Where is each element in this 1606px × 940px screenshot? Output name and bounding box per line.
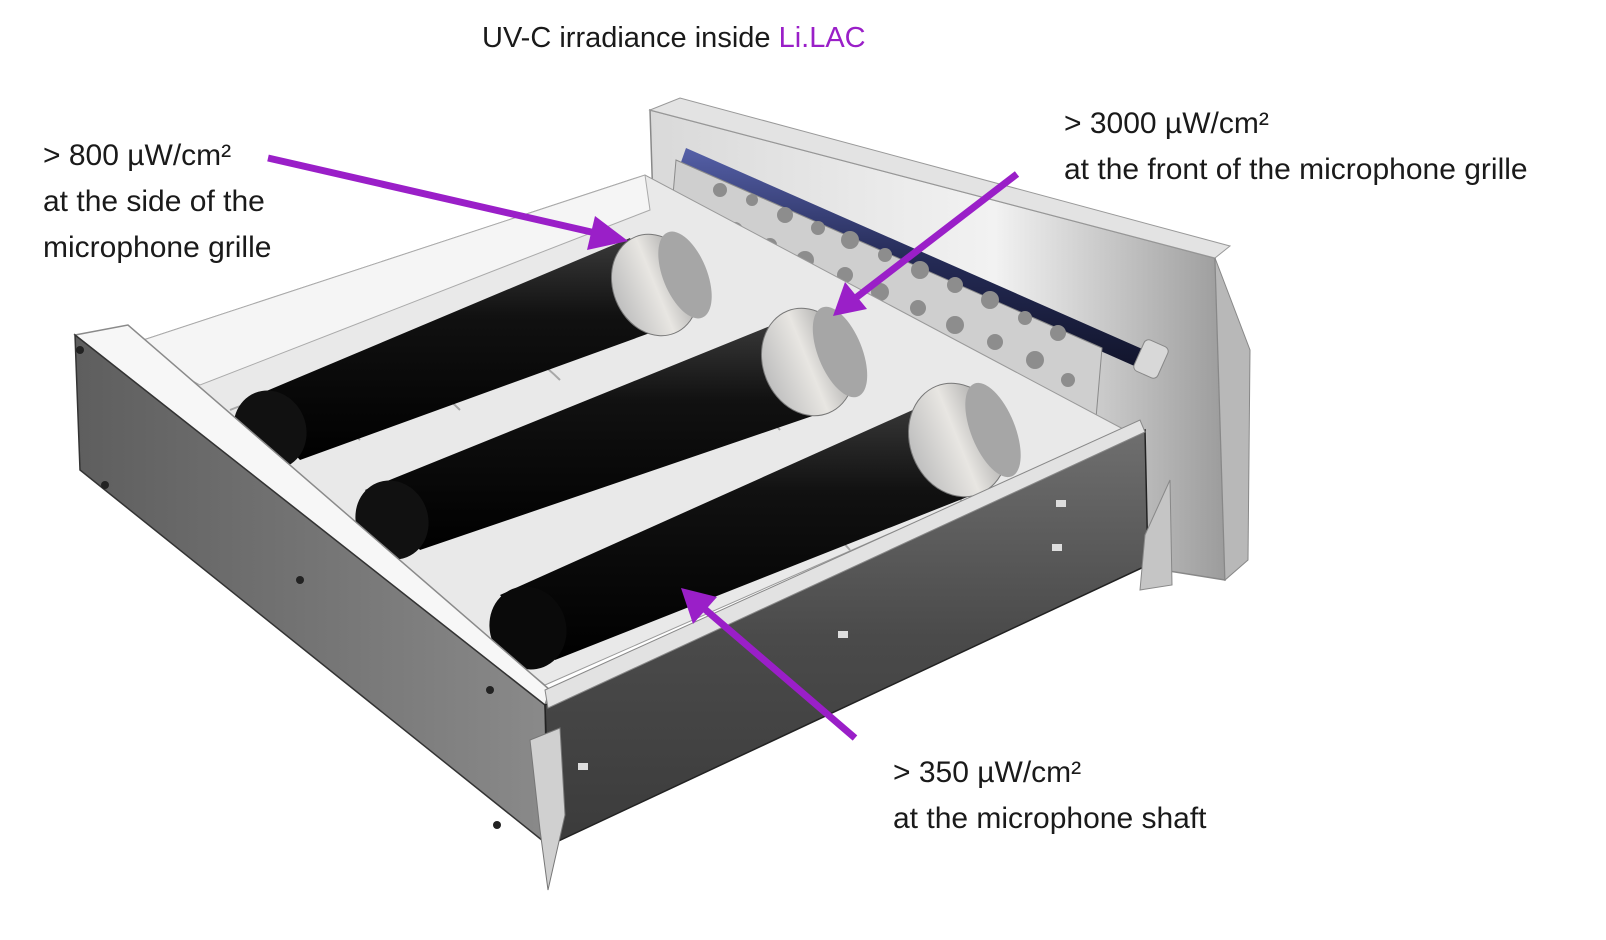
annotation-side: > 800 µW/cm² at the side of the micropho…: [43, 133, 271, 271]
annotation-front: > 3000 µW/cm² at the front of the microp…: [1064, 101, 1528, 193]
annotation-shaft-line1: at the microphone shaft: [893, 802, 1207, 835]
annotation-shaft: > 350 µW/cm² at the microphone shaft: [893, 750, 1207, 842]
arrow-shaft: [681, 588, 858, 741]
arrow-side: [267, 154, 628, 250]
microphone-3: [489, 382, 1021, 670]
annotation-side-line1: at the side of the: [43, 185, 265, 218]
annotation-side-value: > 800 µW/cm²: [43, 139, 232, 172]
title-prefix: UV-C irradiance inside: [482, 22, 779, 54]
mounting-bracket: [529, 479, 1173, 891]
microphone-1: [233, 231, 712, 470]
annotation-side-line2: microphone grille: [43, 231, 272, 264]
annotation-front-value: > 3000 µW/cm²: [1064, 107, 1269, 140]
title-brand: Li.LAC: [778, 22, 866, 54]
annotation-front-line1: at the front of the microphone grille: [1064, 153, 1528, 186]
figure-title: UV-C irradiance inside Li.LAC: [482, 22, 866, 55]
microphone-2: [355, 306, 868, 560]
arrow-front: [833, 171, 1020, 316]
uvc-lamp: [680, 148, 1169, 379]
annotation-shaft-value: > 350 µW/cm²: [893, 756, 1082, 789]
